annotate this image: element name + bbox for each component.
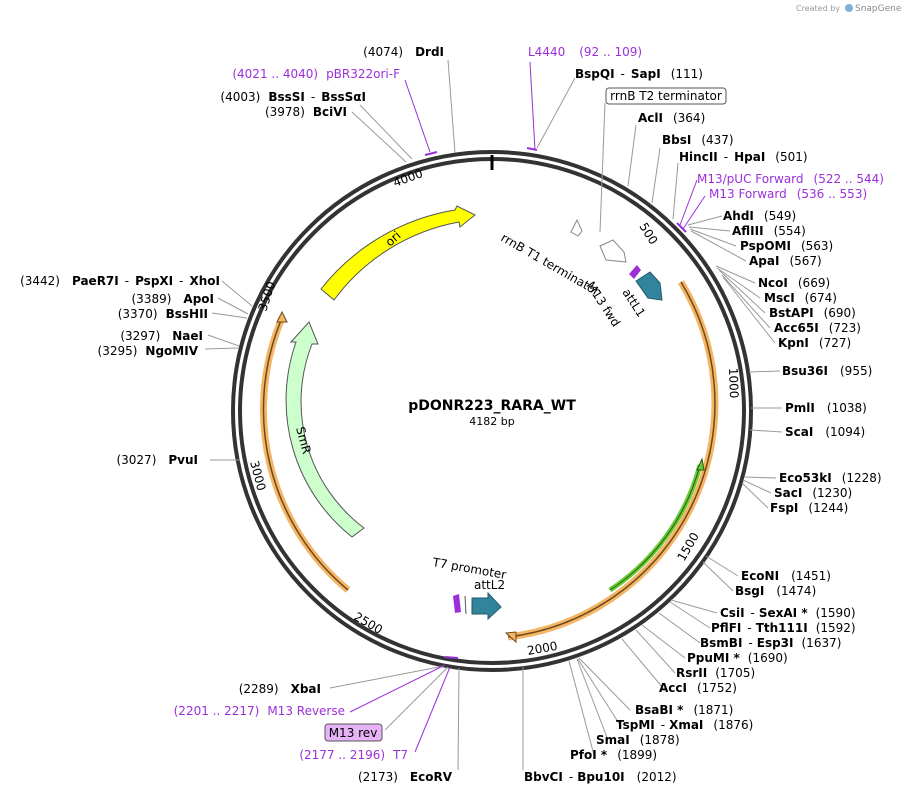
enzyme-bsabi[interactable]: BsaBI *(1871)	[635, 703, 733, 717]
primer-m13forward[interactable]: M13 Forward(536 .. 553)	[709, 187, 867, 201]
orf-left-arrowhead	[276, 310, 288, 323]
smr-label: SmR	[293, 425, 314, 455]
watermark-prefix: Created by	[796, 4, 840, 13]
enzyme-bcivi[interactable]: (3978)BciVI	[265, 105, 347, 119]
primer-m13reverse[interactable]: (2201 .. 2217)M13 Reverse	[174, 704, 345, 718]
enzyme-hincii[interactable]: HincII-HpaI(501)	[679, 150, 808, 164]
t7-promoter-marker	[453, 594, 461, 613]
enzyme-csii[interactable]: CsiI-SexAI *(1590)	[720, 606, 856, 620]
smr-feature[interactable]	[285, 321, 365, 538]
attl2-feature[interactable]	[471, 591, 502, 621]
enzyme-kpni[interactable]: KpnI(727)	[778, 336, 851, 350]
enzyme-apai[interactable]: ApaI(567)	[749, 254, 822, 268]
enzyme-apoi[interactable]: (3389)ApoI	[132, 292, 215, 306]
attl2-label: attL2	[474, 578, 505, 592]
enzyme-bsu36i[interactable]: Bsu36I(955)	[782, 364, 872, 378]
enzyme-econi[interactable]: EcoNI(1451)	[741, 569, 831, 583]
enzyme-pvui[interactable]: (3027)PvuI	[116, 453, 198, 467]
primer-leaders	[349, 61, 706, 753]
enzyme-scai[interactable]: ScaI(1094)	[785, 425, 865, 439]
enzyme-xbai[interactable]: (2289)XbaI	[239, 682, 321, 696]
rrnb-t2-label: rrnB T2 terminator	[610, 89, 722, 103]
enzyme-naei[interactable]: (3297)NaeI	[120, 329, 203, 343]
primer-m13puc[interactable]: M13/pUC Forward(522 .. 544)	[697, 172, 884, 186]
attl1-feature[interactable]	[635, 271, 663, 301]
enzyme-rsrii[interactable]: RsrII(1705)	[676, 666, 755, 680]
tick-500: 500	[636, 220, 660, 247]
enzyme-bbsi[interactable]: BbsI(437)	[662, 133, 734, 147]
green-feature-arc-line	[609, 464, 701, 591]
enzyme-pflfi[interactable]: PflFI-Tth111I(1592)	[711, 621, 856, 635]
enzyme-acli[interactable]: AclI(364)	[638, 111, 705, 125]
enzyme-fspi[interactable]: FspI(1244)	[770, 501, 848, 515]
primer-pbr322[interactable]: (4021 .. 4040)pBR322ori-F	[232, 67, 400, 81]
m13rev-box[interactable]	[324, 723, 383, 742]
plasmid-length: 4182 bp	[469, 415, 514, 428]
m13rev-marker	[464, 595, 467, 615]
tick-3500: 3500	[256, 280, 279, 313]
enzyme-pfoi[interactable]: PfoI *(1899)	[570, 748, 657, 762]
primer-t7[interactable]: (2177 .. 2196)T7	[299, 748, 408, 762]
rrnb-t1-feature[interactable]	[599, 239, 627, 263]
m13fwd-marker	[629, 265, 641, 279]
enzyme-ppumi[interactable]: PpuMI *(1690)	[687, 651, 788, 665]
m13fwd-label: M13 fwd	[583, 279, 622, 329]
enzyme-leaders	[204, 59, 783, 771]
enzyme-bbvci[interactable]: BbvCI-Bpu10I(2012)	[524, 770, 677, 784]
enzyme-acc65i[interactable]: Acc65I(723)	[774, 321, 861, 335]
rrnb-t2-box[interactable]	[605, 87, 727, 105]
orf-arc-left-line	[262, 317, 349, 591]
enzyme-ncoi[interactable]: NcoI(669)	[758, 276, 830, 290]
tick-2000: 2000	[526, 639, 559, 658]
enzyme-tspmi[interactable]: TspMI-XmaI(1876)	[616, 718, 753, 732]
snapgene-logo-icon	[845, 4, 853, 12]
enzyme-bsgi[interactable]: BsgI(1474)	[735, 584, 816, 598]
enzyme-ahdi[interactable]: AhdI(549)	[723, 209, 796, 223]
enzyme-bsssi[interactable]: (4003)BssSI-BssSαI	[220, 90, 366, 104]
primer-l4440[interactable]: L4440(92 .. 109)	[528, 45, 642, 59]
enzyme-eco53ki[interactable]: Eco53kI(1228)	[779, 471, 882, 485]
enzyme-bsmbi[interactable]: BsmBI-Esp3I(1637)	[700, 636, 841, 650]
enzyme-msci[interactable]: MscI(674)	[764, 291, 837, 305]
orf-arc-right-line	[507, 281, 716, 638]
backbone-outer	[231, 150, 753, 672]
rrnb-t2-feature[interactable]	[570, 218, 583, 237]
green-arrowhead	[696, 457, 705, 471]
plasmid-name: pDONR223_RARA_WT	[408, 398, 576, 414]
enzyme-smai[interactable]: SmaI(1878)	[596, 733, 680, 747]
enzyme-ecorv[interactable]: (2173)EcoRV	[358, 770, 453, 784]
watermark-brand: SnapGene	[855, 4, 902, 14]
enzyme-ngomiv[interactable]: (3295)NgoMIV	[98, 344, 199, 358]
enzyme-drdi[interactable]: (4074)DrdI	[363, 45, 444, 59]
enzyme-aflii[interactable]: AflIII(554)	[732, 224, 806, 238]
enzyme-pspomi[interactable]: PspOMI(563)	[740, 239, 833, 253]
enzyme-paer7i[interactable]: (3442)PaeR7I-PspXI-XhoI	[20, 274, 220, 288]
enzyme-bsshii[interactable]: (3370)BssHII	[118, 307, 208, 321]
enzyme-acci[interactable]: AccI(1752)	[659, 681, 737, 695]
orf-arrowhead	[504, 631, 517, 644]
enzyme-bspqi[interactable]: BspQI-SapI(111)	[575, 67, 703, 81]
tick-1000: 1000	[726, 368, 741, 399]
enzyme-saci[interactable]: SacI(1230)	[774, 486, 852, 500]
enzyme-pmli[interactable]: PmlI(1038)	[785, 401, 867, 415]
m13rev-label: M13 rev	[329, 726, 378, 740]
enzyme-bstapi[interactable]: BstAPI(690)	[769, 306, 856, 320]
ori-feature[interactable]	[320, 205, 476, 301]
